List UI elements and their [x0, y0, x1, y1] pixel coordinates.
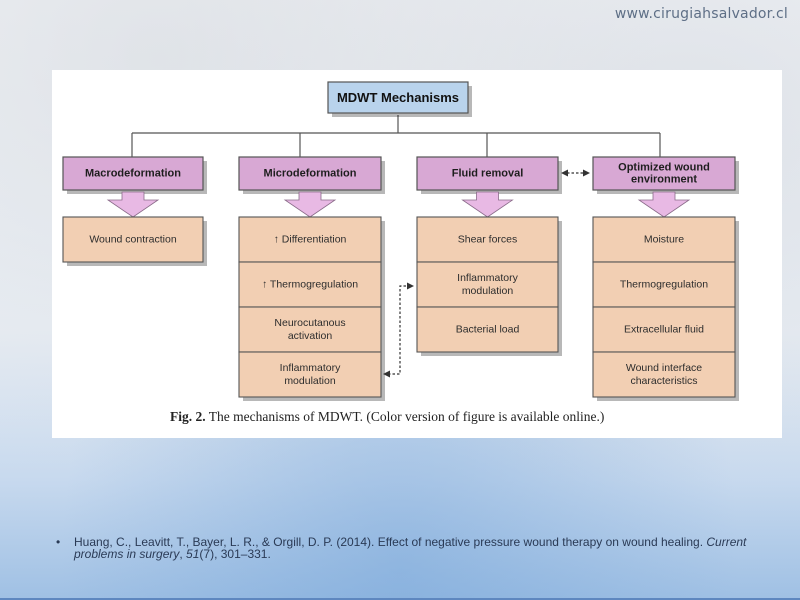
site-url: www.cirugiahsalvador.cl	[614, 6, 788, 22]
diagram-title-box: MDWT Mechanisms	[327, 81, 472, 117]
reference-authors: Huang, C., Leavitt, T., Bayer, L. R., & …	[74, 535, 704, 549]
column-items: ↑ Differentiation ↑ ThermogregulationNeur…	[238, 216, 385, 401]
svg-text:Moisture: Moisture	[644, 234, 684, 246]
bottom-rule	[0, 598, 800, 600]
column-items: Wound contraction	[62, 216, 207, 266]
mechanism-item: Extracellular fluid	[592, 306, 736, 353]
dashed-double-arrow-icon	[561, 169, 590, 177]
column-items: Shear forcesInflammatorymodulationBacter…	[416, 216, 562, 356]
mechanism-item: ↑ Thermogregulation	[238, 261, 382, 308]
svg-text:Inflammatory: Inflammatory	[280, 362, 341, 374]
svg-text:Optimized wound: Optimized wound	[618, 162, 710, 174]
column-header: Microdeformation	[238, 156, 385, 194]
mechanism-item: Thermogregulation	[592, 261, 736, 308]
svg-text:characteristics: characteristics	[630, 375, 697, 387]
figure-caption: Fig. 2. The mechanisms of MDWT. (Color v…	[170, 409, 604, 425]
svg-text:activation: activation	[288, 330, 333, 342]
reference-body: Huang, C., Leavitt, T., Bayer, L. R., & …	[74, 535, 747, 561]
column-header: Macrodeformation	[62, 156, 207, 194]
reference-journal: Current problems in surgery	[74, 535, 747, 561]
dashed-link-arrow-icon	[383, 282, 414, 378]
svg-text:Inflammatory: Inflammatory	[457, 272, 518, 284]
svg-text:Extracellular fluid: Extracellular fluid	[624, 324, 704, 336]
mechanism-item: Shear forces	[416, 216, 559, 263]
caption-label: Fig. 2.	[170, 409, 206, 424]
caption-text: The mechanisms of MDWT. (Color version o…	[205, 409, 605, 424]
down-arrow-icon	[106, 191, 160, 218]
down-arrow-icon	[637, 191, 691, 218]
connector-tree	[131, 115, 661, 157]
down-arrow-icon	[283, 191, 337, 218]
column-4: Optimized woundenvironmentMoistureThermo…	[592, 156, 739, 401]
svg-text:Neurocutanous: Neurocutanous	[274, 317, 345, 329]
svg-text:Macrodeformation: Macrodeformation	[85, 168, 181, 180]
mechanism-item: ↑ Differentiation	[238, 216, 382, 263]
svg-text:Wound interface: Wound interface	[626, 362, 702, 374]
svg-text:Microdeformation: Microdeformation	[264, 168, 357, 180]
bullet-icon: •	[56, 535, 61, 549]
column-header: Fluid removal	[416, 156, 562, 194]
svg-text:environment: environment	[631, 174, 697, 186]
svg-text:↑ Thermogregulation: ↑ Thermogregulation	[262, 279, 358, 291]
svg-text:Wound contraction: Wound contraction	[89, 234, 177, 246]
reference-pages: , 301–331.	[214, 547, 271, 561]
svg-text:modulation: modulation	[284, 375, 336, 387]
column-2: Microdeformation ↑ Differentiation ↑ Therm…	[238, 156, 385, 401]
mechanism-item: Moisture	[592, 216, 736, 263]
reference-volume: 51	[186, 547, 200, 561]
svg-text:MDWT Mechanisms: MDWT Mechanisms	[337, 90, 459, 105]
mechanism-item: Wound contraction	[62, 216, 204, 263]
svg-text:Bacterial load: Bacterial load	[456, 324, 520, 336]
down-arrow-icon	[461, 191, 514, 218]
reference-issue: (7)	[199, 547, 215, 561]
svg-text:Thermogregulation: Thermogregulation	[620, 279, 708, 291]
svg-text:modulation: modulation	[462, 285, 514, 297]
svg-text:Shear forces: Shear forces	[458, 234, 518, 246]
svg-text:↑ Differentiation: ↑ Differentiation	[274, 234, 347, 246]
mechanism-item: Bacterial load	[416, 306, 559, 353]
svg-text:Fluid removal: Fluid removal	[452, 168, 524, 180]
